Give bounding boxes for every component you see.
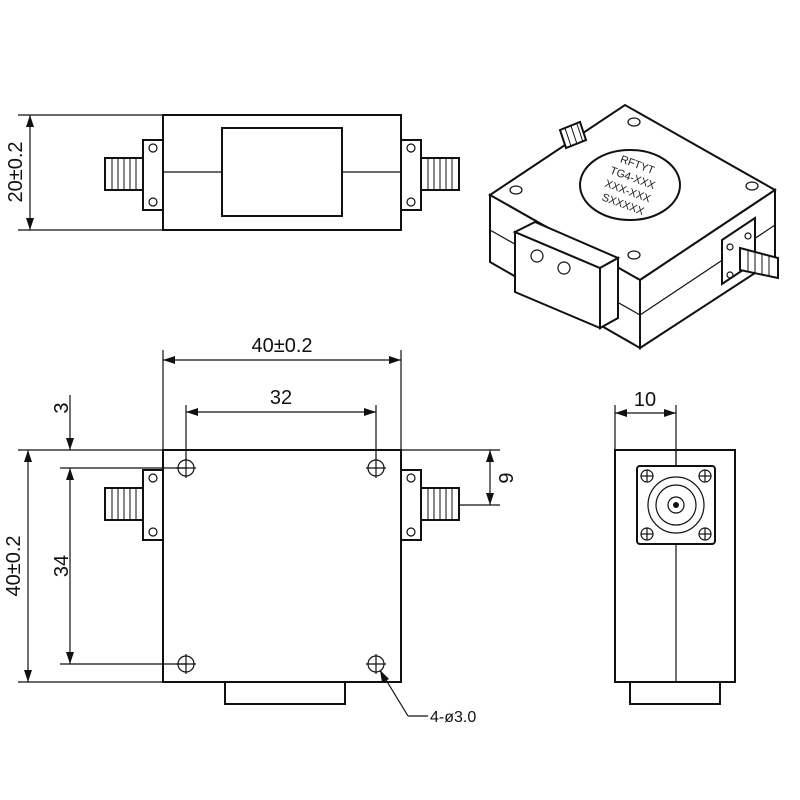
connector-offset-dimension: 9	[401, 449, 518, 506]
hole-spacing-y-label: 34	[51, 555, 73, 577]
mount-hole-icon	[745, 181, 759, 191]
sma-connector-icon	[400, 469, 460, 541]
hole-offset-label: 3	[51, 402, 73, 413]
hole-spacing-y-dimension: 34	[51, 467, 186, 665]
top-width-label: 40±0.2	[251, 335, 312, 357]
side-height-label: 20±0.2	[5, 141, 27, 202]
side-view: 20±0.2	[5, 114, 460, 231]
side-view-window	[221, 127, 343, 217]
side-height-dimension: 20±0.2	[5, 114, 163, 231]
iso-front-block	[512, 220, 621, 330]
top-view-bottom-block	[224, 681, 346, 705]
mount-hole-icon	[366, 654, 386, 674]
sma-connector-icon	[721, 216, 779, 286]
holes-callout: 4-ø3.0	[379, 669, 476, 726]
product-label	[579, 149, 681, 221]
end-view: 10	[614, 389, 736, 705]
sma-connector-icon	[104, 139, 164, 211]
hole-spacing-x-label: 32	[270, 387, 292, 409]
mount-hole-icon	[627, 117, 641, 127]
top-view: 40±0.2 32 3 40±0.2	[3, 335, 518, 726]
holes-label: 4-ø3.0	[430, 709, 476, 726]
top-height-dimension: 40±0.2	[3, 449, 163, 683]
end-width-label: 10	[634, 389, 656, 411]
top-width-dimension: 40±0.2	[162, 335, 402, 450]
top-height-label: 40±0.2	[3, 535, 25, 596]
end-view-bottom-block	[629, 681, 721, 705]
sma-connector-icon	[400, 139, 460, 211]
isometric-view: RFTYT TG4-XXX XXX-XXX SXXXXX	[488, 103, 779, 350]
connector-offset-label: 9	[496, 472, 518, 483]
sma-connector-icon	[104, 469, 164, 541]
sma-connector-icon	[558, 120, 588, 150]
mount-hole-icon	[509, 185, 523, 195]
mount-hole-icon	[627, 250, 641, 260]
sma-connector-icon	[636, 465, 716, 545]
hole-offset-dimension: 3	[51, 395, 74, 450]
end-width-dimension: 10	[614, 389, 677, 466]
top-view-body	[162, 449, 402, 683]
hole-spacing-x-dimension: 32	[185, 387, 377, 460]
